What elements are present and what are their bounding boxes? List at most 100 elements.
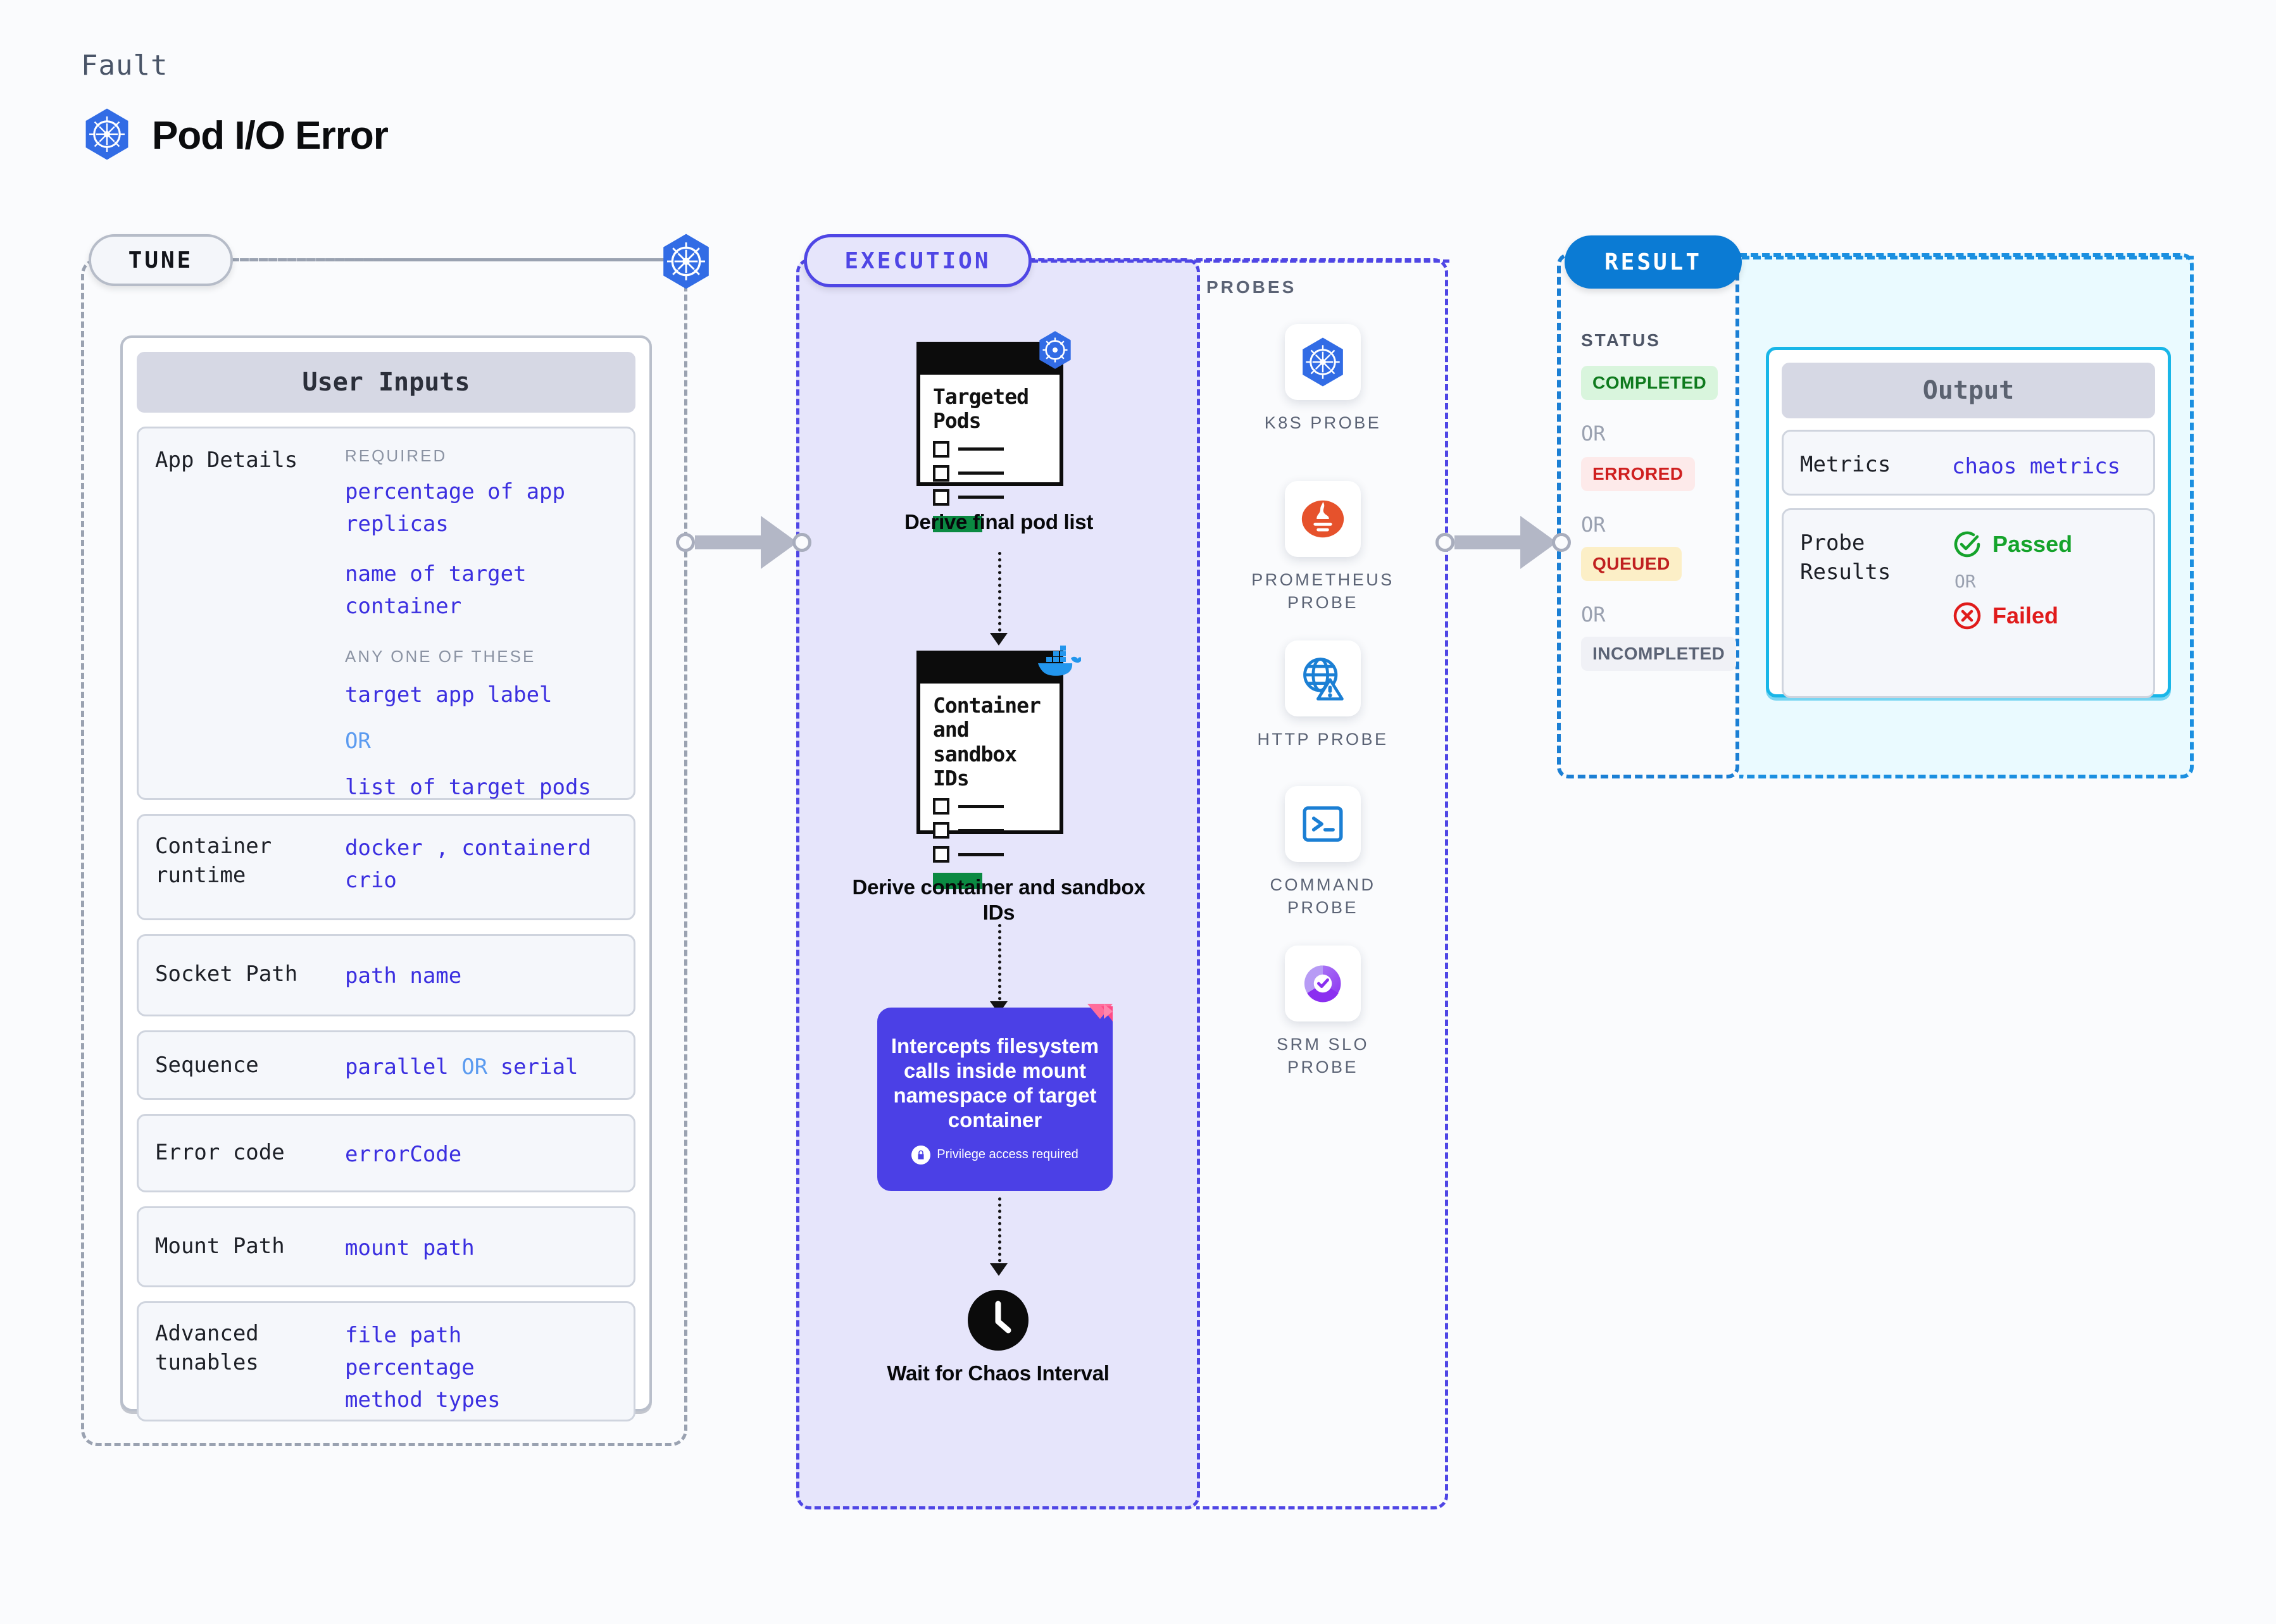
anyone-caption: ANY ONE OF THESE (345, 647, 536, 666)
probe-label-line: SRM SLO (1276, 1035, 1370, 1054)
litmus-icon (1085, 1003, 1115, 1034)
checklist-line (958, 496, 1004, 499)
checklist-item (933, 489, 1047, 506)
derive-final-pod-list-label: Derive final pod list (904, 510, 1094, 534)
probe-label: COMMAND PROBE (1247, 873, 1399, 920)
probe-failed-label: Failed (1992, 603, 2059, 628)
probe-label-line: PROMETHEUS (1251, 570, 1394, 589)
fault-kicker: Fault (81, 49, 168, 82)
docker-icon (1035, 643, 1082, 682)
fault-title-row: Pod I/O Error (82, 108, 389, 164)
flow-arrow-head (990, 1263, 1008, 1276)
prometheus-icon (1285, 481, 1361, 557)
flow-arrow-head (990, 633, 1008, 646)
checklist-item (933, 822, 1047, 839)
tune-row-label: Mount Path (155, 1234, 285, 1259)
tune-row-mount-path[interactable]: Mount Path mount path (137, 1206, 635, 1287)
probe-item-prometheus[interactable]: PROMETHEUS PROBE (1247, 481, 1399, 615)
tune-row-error-code[interactable]: Error code errorCode (137, 1114, 635, 1192)
command-terminal-icon (1285, 786, 1361, 862)
tune-pill-dash (233, 258, 660, 261)
output-card: Output Metrics chaos metrics Probe Resul… (1766, 347, 2171, 698)
tune-value: percentage of app (345, 479, 565, 504)
document-title-line: Container (933, 693, 1041, 718)
arrow-end-dot (1552, 533, 1571, 552)
status-badge-errored: ERRORED (1581, 457, 1695, 491)
tune-value: replicas (345, 511, 449, 537)
arrow-start-dot (1435, 533, 1454, 552)
arrow-shaft (1454, 535, 1520, 549)
flow-connector (998, 1197, 1001, 1268)
output-row-probe-results[interactable]: Probe Results Passed OR (1782, 508, 2155, 698)
tune-value: percentage (345, 1355, 475, 1380)
arrow-head (1520, 516, 1557, 569)
targeted-pods-document: Targeted Pods (916, 342, 1063, 532)
flow-caption-text: Derive container and sandbox IDs (852, 875, 1146, 925)
probe-item-srm-slo[interactable]: SRM SLO PROBE (1247, 946, 1399, 1079)
arrow-head (761, 516, 797, 569)
sequence-or: OR (461, 1054, 488, 1080)
tune-row-advanced-tunables[interactable]: Advanced tunables file path percentage m… (137, 1301, 635, 1421)
checkbox-icon (933, 440, 949, 458)
result-pill-dash (1742, 256, 2194, 259)
arrow-start-dot (676, 533, 695, 552)
tune-value: file path (345, 1323, 462, 1348)
probe-item-http[interactable]: HTTP PROBE (1247, 640, 1399, 751)
tune-row-sequence[interactable]: Sequence parallel OR serial (137, 1030, 635, 1100)
tune-value: errorCode (345, 1142, 462, 1167)
tune-value: target app label (345, 682, 553, 708)
privilege-note-text: Privilege access required (937, 1147, 1079, 1162)
document-body: Container and sandbox IDs (920, 684, 1060, 897)
tune-row-container-runtime[interactable]: Container runtime docker , containerd cr… (137, 814, 635, 920)
probe-item-command[interactable]: COMMAND PROBE (1247, 786, 1399, 920)
checkbox-icon (933, 846, 949, 863)
arrow-end-dot (792, 533, 811, 552)
privilege-note: Privilege access required (911, 1145, 1079, 1165)
page-title: Pod I/O Error (152, 114, 389, 158)
tune-value: list of target pods (345, 775, 591, 800)
wait-for-chaos-interval-label: Wait for Chaos Interval (887, 1361, 1110, 1385)
document-title-line: Targeted (933, 384, 1029, 409)
checkbox-icon (933, 465, 949, 482)
checklist-line (958, 447, 1004, 451)
checkbox-icon (933, 798, 949, 815)
result-phase-pill[interactable]: RESULT (1565, 235, 1742, 289)
execution-phase-label: EXECUTION (844, 247, 991, 274)
tune-row-app-details[interactable]: App Details REQUIRED percentage of app r… (137, 427, 635, 800)
lock-icon (911, 1145, 931, 1165)
tune-value: parallel OR serial (345, 1051, 617, 1084)
check-circle-icon (1952, 529, 1982, 559)
probe-passed-label: Passed (1992, 531, 2073, 557)
sequence-value-parallel: parallel (345, 1054, 449, 1080)
runtime-value-containerd: containerd (461, 835, 591, 861)
execution-phase-pill[interactable]: EXECUTION (804, 234, 1032, 287)
tune-value: container (345, 594, 462, 619)
document-title-line: Pods (933, 408, 981, 434)
document-body: Targeted Pods (920, 375, 1060, 540)
checklist-line (958, 828, 1004, 832)
tune-row-label: Error code (155, 1140, 285, 1165)
checkbox-icon (933, 822, 949, 839)
tune-value: docker , containerd (345, 832, 617, 865)
tune-row-socket-path[interactable]: Socket Path path name (137, 934, 635, 1016)
tune-value: name of target (345, 561, 527, 587)
tune-phase-label: TUNE (128, 247, 194, 273)
runtime-label-text: Container runtime (155, 834, 272, 888)
probe-item-k8s[interactable]: K8S PROBE (1247, 324, 1399, 434)
document-title-line: and (933, 717, 970, 742)
output-card-title: Output (1782, 363, 2155, 418)
status-section-title: STATUS (1581, 330, 1661, 350)
value-separator: , (435, 835, 449, 861)
execution-to-result-arrow (1435, 516, 1571, 569)
chaos-action-box: Intercepts filesystem calls inside mount… (877, 1008, 1113, 1191)
http-globe-icon (1285, 640, 1361, 716)
output-row-metrics[interactable]: Metrics chaos metrics (1782, 430, 2155, 496)
probe-label-line: PROBE (1287, 898, 1359, 918)
tune-value: method types (345, 1387, 501, 1413)
kubernetes-icon (1285, 324, 1361, 400)
tune-phase-pill[interactable]: TUNE (89, 234, 233, 286)
status-or-separator: OR (1581, 422, 1606, 446)
tune-row-label: Socket Path (155, 961, 298, 987)
container-sandbox-ids-document: Container and sandbox IDs (916, 651, 1063, 890)
